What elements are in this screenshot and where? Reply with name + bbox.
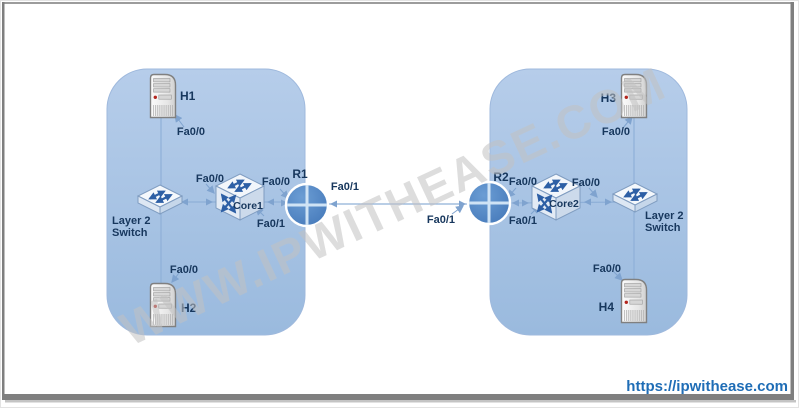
label-leader-arrows [171,114,633,283]
right-switch-label-line1: Layer 2 [645,210,684,222]
right-switch-label-line2: Switch [645,222,681,234]
core2-iface-to-switch-label: Fa0/0 [572,177,600,189]
core1-switch-icon: Core1 [214,173,266,221]
r1-iface-to-core-label: Fa0/0 [262,176,290,188]
core1-iface-to-router-label: Fa0/1 [257,218,285,230]
left-switch-label-line2: Switch [112,227,148,239]
host-h1-label: H1 [180,89,196,103]
r2-iface-to-core-label: Fa0/0 [509,176,537,188]
host-h2-label: H2 [181,301,197,315]
core1-iface-to-switch-label: Fa0/0 [196,173,224,185]
host-h3-label: H3 [601,91,617,105]
host-h3-icon [620,73,648,119]
router-r2-label: R2 [493,170,509,184]
h2-iface-label: Fa0/0 [170,264,198,276]
host-h4-icon [620,278,648,324]
layer2-switch-left-icon [136,184,184,215]
host-h4-label: H4 [599,300,615,314]
host-h1-icon [149,73,177,119]
core1-label: Core1 [233,200,263,212]
r2-iface-to-peer-label: Fa0/1 [427,214,455,226]
router-r1-label: R1 [292,167,308,181]
h3-iface-label: Fa0/0 [602,126,630,138]
router-r2-icon [466,180,512,226]
core2-label: Core2 [549,198,579,210]
footer-site-link[interactable]: https://ipwithease.com [626,378,788,395]
host-h2-icon [149,282,177,328]
core2-iface-to-router-label: Fa0/1 [509,215,537,227]
core2-switch-icon: Core2 [530,173,582,221]
router-r1-icon [284,182,330,228]
h4-iface-label: Fa0/0 [593,263,621,275]
layer2-switch-right-icon [611,182,659,213]
r1-iface-to-peer-label: Fa0/1 [331,181,359,193]
h1-iface-label: Fa0/0 [177,126,205,138]
left-switch-label-line1: Layer 2 [112,215,151,227]
